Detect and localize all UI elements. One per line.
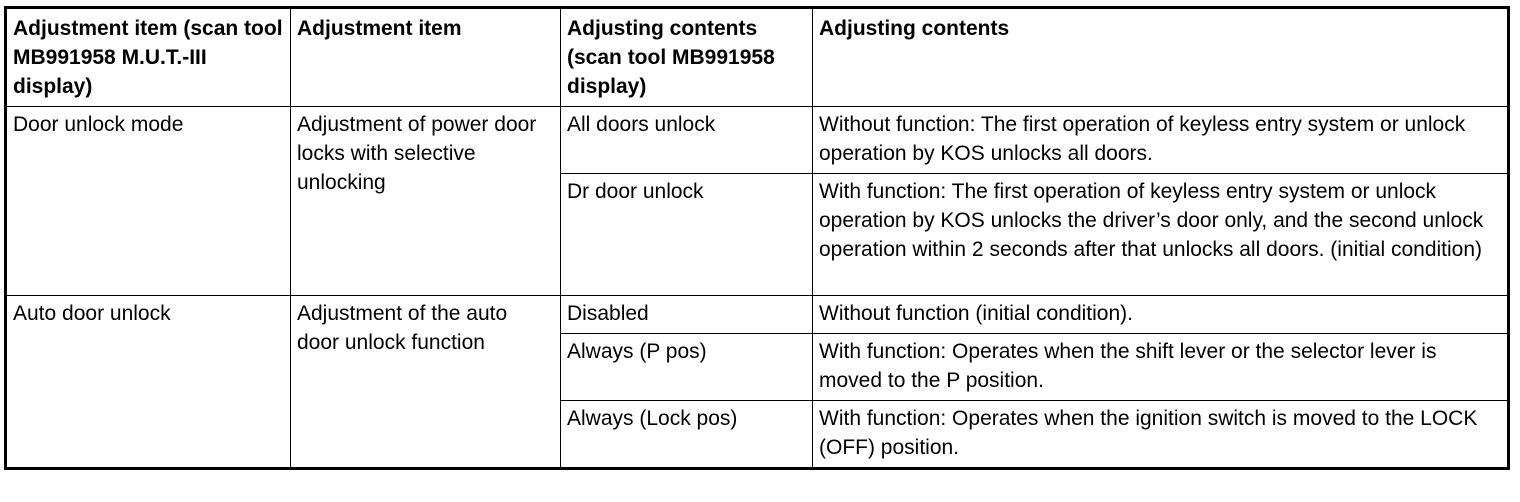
cell-option-display: Always (Lock pos) xyxy=(560,400,813,469)
cell-display-item: Door unlock mode xyxy=(5,106,291,296)
cell-option-contents: Without function (initial condition). xyxy=(812,295,1509,334)
header-adjusting-contents: Adjusting contents xyxy=(812,7,1509,107)
cell-option-contents: With function: Operates when the shift l… xyxy=(812,333,1509,401)
header-display-item: Adjustment item (scan tool MB991958 M.U.… xyxy=(5,7,291,107)
cell-option-contents: With function: Operates when the ignitio… xyxy=(812,400,1509,469)
cell-option-contents: Without function: The first operation of… xyxy=(812,106,1509,174)
cell-option-display: Disabled xyxy=(560,295,813,334)
adjustment-table: Adjustment item (scan tool MB991958 M.U.… xyxy=(4,6,1510,470)
table-row: Dr door unlock With function: The first … xyxy=(6,173,1509,296)
header-display-contents: Adjusting contents (scan tool MB991958 d… xyxy=(560,7,813,107)
document-page: Adjustment item (scan tool MB991958 M.U.… xyxy=(4,6,1510,470)
table-row: Auto door unlock Adjustment of the auto … xyxy=(5,295,1509,469)
table-header-row: Adjustment item (scan tool MB991958 M.U.… xyxy=(5,7,1509,107)
cell-option-contents: With function: The first operation of ke… xyxy=(812,173,1509,296)
cell-option-display: All doors unlock xyxy=(560,106,813,174)
header-adjustment-item: Adjustment item xyxy=(290,7,561,107)
table-row: Always (P pos) With function: Operates w… xyxy=(6,333,1509,401)
table-row: Always (Lock pos) With function: Operate… xyxy=(6,400,1509,469)
cell-adjustment-item: Adjustment of the auto door unlock funct… xyxy=(290,295,561,469)
cell-display-item: Auto door unlock xyxy=(5,295,291,469)
cell-adjustment-item: Adjustment of power door locks with sele… xyxy=(290,106,561,296)
cell-option-display: Always (P pos) xyxy=(560,333,813,401)
table-row: Door unlock mode Adjustment of power doo… xyxy=(5,106,1509,296)
cell-option-display: Dr door unlock xyxy=(560,173,813,296)
